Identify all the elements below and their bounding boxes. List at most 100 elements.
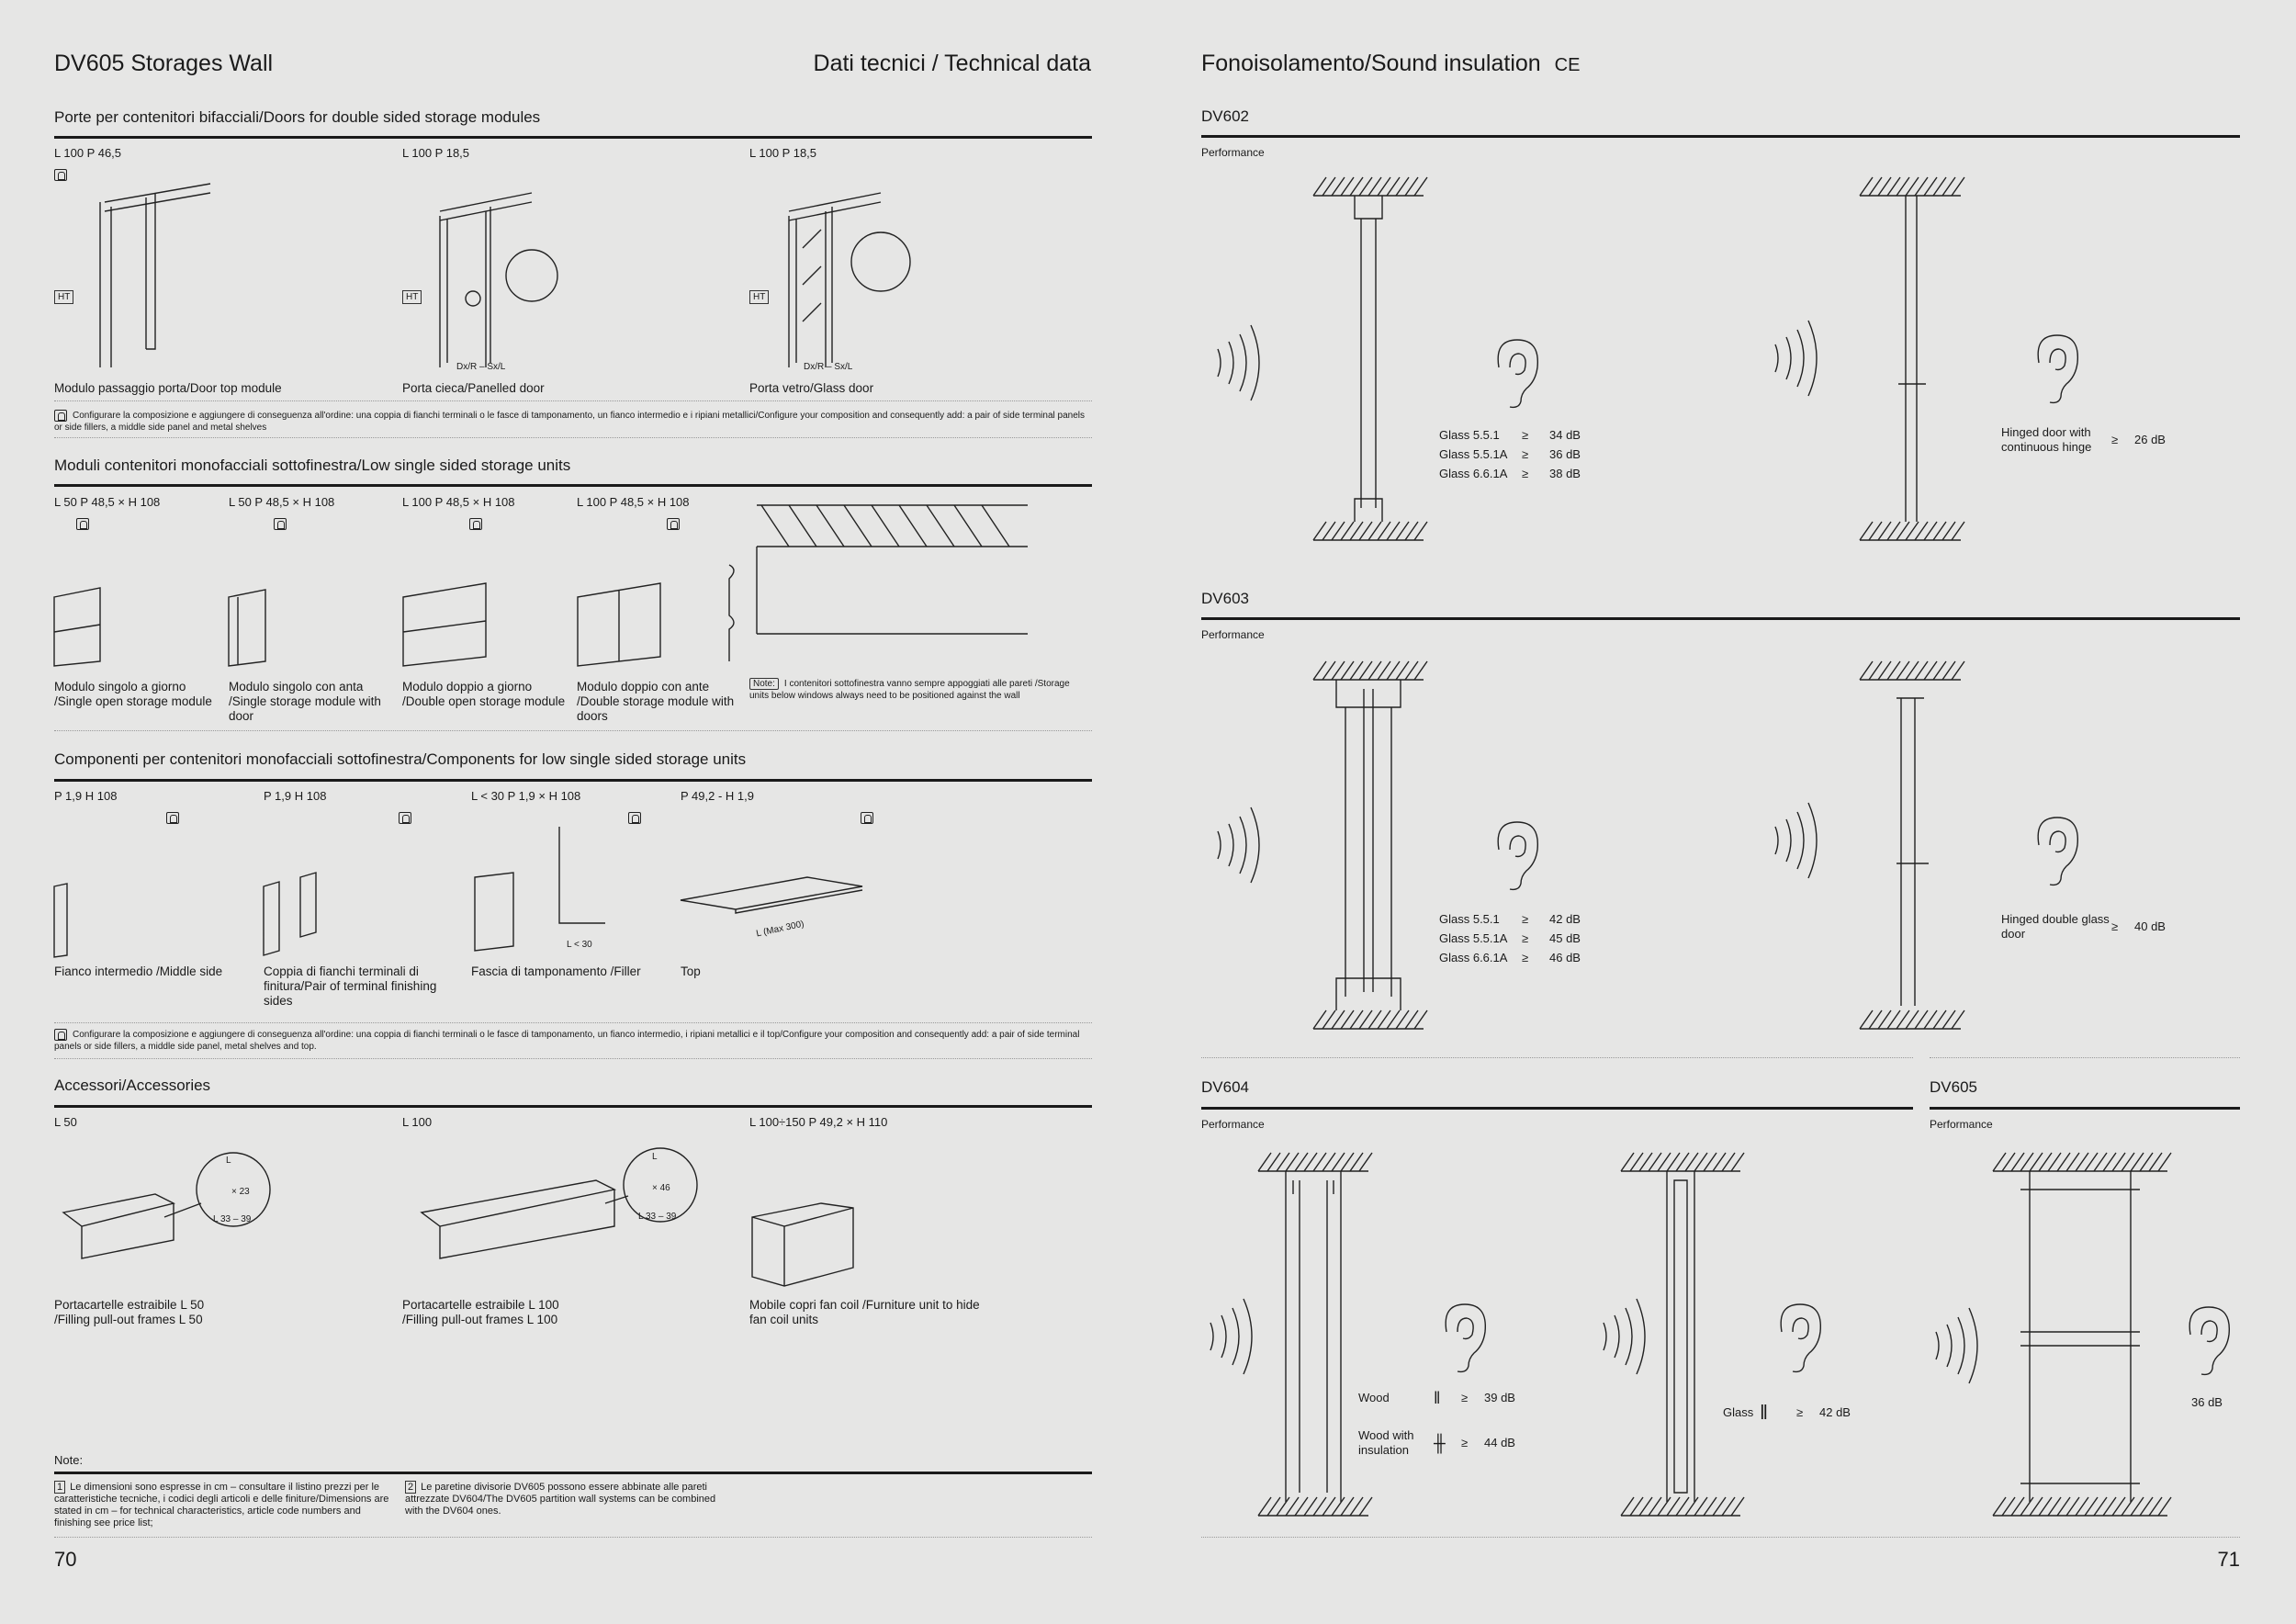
dv603-glass-values: Glass 5.5.1≥42 dB Glass 5.5.1A≥45 dB Gla… [1439,909,1581,967]
value-row: Glass 5.5.1A≥45 dB [1439,931,1581,945]
section-rule [54,136,1092,139]
item-caption: Top [681,964,701,978]
config-note-text: Configurare la composizione e aggiungere… [54,411,1085,434]
sound-waves-icon [1935,1307,1978,1384]
item-dim: L 50 P 48,5 × H 108 [229,495,335,509]
configure-icon [860,812,873,825]
wall-note-text: I contenitori sottofinestra vanno sempre… [749,679,1070,701]
dv604-wood-section [1257,1152,1373,1517]
range-tag: L 33 – 39 [213,1214,252,1224]
configure-icon [398,812,411,825]
item-dim: L 100÷150 P 49,2 × H 110 [749,1115,888,1129]
ce-mark: CE [1554,55,1581,75]
item-caption: Modulo singolo a giorno /Single open sto… [54,680,212,708]
section-title-components: Componenti per contenitori monofacciali … [54,750,747,768]
dv602-glass-section [1312,176,1428,541]
item-caption: Fascia di tamponamento /Filler [471,964,641,978]
ear-icon [1445,1303,1487,1373]
footnote-number: 1 [54,1481,66,1494]
hand-tag: Dx/R – Sx/L [456,362,506,372]
dv603-door-section [1859,660,1965,1030]
divider [54,400,1092,401]
ear-icon [1780,1303,1822,1373]
notes-title: Note: [54,1453,84,1467]
door-drawings [99,183,911,367]
section-title-doors: Porte per contenitori bifacciali/Doors f… [54,108,541,126]
item-caption: Portacartelle estraibile L 100 /Filling … [402,1298,559,1326]
footnote-text: Le paretine divisorie DV605 possono esse… [405,1482,716,1517]
config-note: Configurare la composizione e aggiungere… [54,410,1092,434]
count-tag: × 23 [231,1187,250,1197]
section-title-dv602: DV602 [1201,107,1249,125]
configure-icon [54,169,67,182]
item-dim: P 1,9 H 108 [54,789,118,803]
item-dim: P 49,2 - H 1,9 [681,789,754,803]
item-dim: L 100 P 48,5 × H 108 [577,495,690,509]
note-badge: Note: [749,678,779,690]
footnote-text: Le dimensioni sono espresse in cm – cons… [54,1482,389,1528]
component-drawings [53,827,863,958]
wall-note: Note:I contenitori sottofinestra vanno s… [749,678,1089,702]
configure-icon [469,518,483,531]
section-rule [54,1105,1092,1108]
section-rule [1201,135,2240,138]
configure-icon [76,518,90,531]
configure-icon [54,1029,67,1041]
section-rule [1201,617,2240,620]
performance-label: Performance [1201,628,1265,641]
hand-tag: Dx/R – Sx/L [804,362,853,372]
divider [1201,1537,2240,1538]
ear-icon [2037,817,2079,886]
sound-waves-icon [1774,320,1818,397]
page-number: 70 [54,1548,77,1571]
ear-icon [1497,339,1539,409]
item-caption: Fianco intermedio /Middle side [54,964,223,978]
dv602-door-value: Hinged door with continuous hinge≥26 dB [2001,425,2166,454]
item-caption: Modulo passaggio porta/Door top module [54,381,282,395]
ht-label: HT [749,290,770,304]
divider [1930,1057,2240,1058]
item-caption: Modulo doppio a giorno /Double open stor… [402,680,566,708]
divider [54,1058,1092,1059]
l-tag: L [652,1152,658,1162]
item-caption: Portacartelle estraibile L 50 /Filling p… [54,1298,205,1326]
sound-waves-icon [1210,1298,1253,1375]
sound-waves-icon [1217,324,1260,401]
item-dim: L 100 P 18,5 [402,146,470,160]
section-rule [1201,1107,1913,1110]
configure-icon [666,518,680,531]
title-text: Fonoisolamento/Sound insulation [1201,51,1541,76]
performance-label: Performance [1201,1118,1265,1131]
dv602-door-section [1859,176,1965,541]
value-row: Glass 5.5.1A≥36 dB [1439,447,1581,461]
item-caption: Porta vetro/Glass door [749,381,874,395]
footnote-number: 2 [405,1481,417,1494]
insulated-panel-icon: ╫ [1434,1434,1446,1452]
dv603-door-value: Hinged double glass door≥40 dB [2001,912,2166,941]
section-rule [54,484,1092,487]
sound-waves-icon [1217,806,1260,884]
glass-panel-icon: ‖ [1760,1401,1769,1424]
accessory-drawings [62,1147,854,1287]
divider [1201,1057,1913,1058]
value-row: Glass 5.5.1≥42 dB [1439,912,1581,926]
page-title: DV605 Storages Wall [54,51,274,76]
dv604-wood-value: Wood‖≥39 dB [1358,1389,1515,1407]
performance-label: Performance [1930,1118,1993,1131]
storage-unit-drawings [53,504,1028,667]
config-note-text: Configurare la composizione e aggiungere… [54,1030,1080,1053]
section-title-dv604: DV604 [1201,1078,1249,1096]
configure-icon [166,812,180,825]
section-title-accessories: Accessori/Accessories [54,1077,211,1094]
value-row: Glass 6.6.1A≥38 dB [1439,467,1581,480]
dv605-value: 36 dB [2191,1395,2223,1409]
dv604-glass-value: Glass‖≥42 dB [1723,1401,1851,1424]
ear-icon [1497,821,1539,891]
divider [54,730,1092,731]
value-row: Glass 6.6.1A≥46 dB [1439,951,1581,964]
count-tag: × 46 [652,1183,670,1193]
dv604-wood-insulated-value: Wood with insulation╫≥44 dB [1358,1428,1515,1457]
dv604-glass-section [1620,1152,1745,1517]
item-caption: Modulo doppio con ante /Double storage m… [577,680,735,723]
item-dim: L 50 P 48,5 × H 108 [54,495,161,509]
